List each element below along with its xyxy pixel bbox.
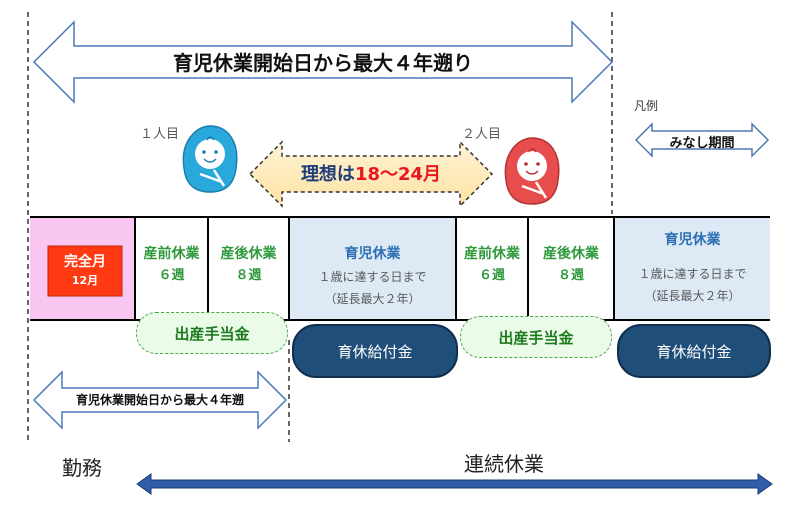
segment-postnatal-2-title: 産後休業 bbox=[543, 246, 599, 262]
segment-childcare-2-line1: １歳に達する日まで bbox=[638, 267, 747, 281]
segment-postnatal-1-title: 産後休業 bbox=[220, 246, 277, 262]
bottom-span-arrow bbox=[32, 370, 288, 430]
segment-childcare-2-title: 育児休業 bbox=[664, 232, 721, 248]
ideal-value: 18～24月 bbox=[354, 164, 442, 185]
full-month-box bbox=[47, 245, 123, 297]
segment-childcare-1-title: 育児休業 bbox=[344, 246, 401, 262]
segment-childcare-2: 育児休業 １歳に達する日まで （延長最大２年） bbox=[615, 218, 770, 318]
segment-postnatal-2-weeks: ８週 bbox=[557, 268, 584, 283]
segment-childcare-1-line2: （延長最大２年） bbox=[324, 292, 421, 306]
benefit-childcare-allowance-2: 育休給付金 bbox=[617, 324, 771, 378]
segment-prenatal-1-title: 産前休業 bbox=[143, 246, 200, 262]
segment-prenatal-2-title: 産前休業 bbox=[464, 246, 520, 262]
box-maternity-1 bbox=[134, 216, 290, 321]
ideal-arrow bbox=[248, 140, 494, 208]
continuous-leave-label: 連続休業 bbox=[464, 452, 544, 476]
segment-postnatal-1-weeks: ８週 bbox=[235, 268, 262, 283]
segment-childcare-1: 育児休業 １歳に達する日まで （延長最大２年） bbox=[289, 238, 456, 314]
child-label-2: ２人目 bbox=[462, 127, 502, 142]
segment-postnatal-2: 産後休業 ８週 bbox=[528, 240, 614, 290]
baby-icon-2 bbox=[504, 137, 560, 205]
full-month-title: 完全月 bbox=[64, 254, 106, 270]
ideal-label: 理想は18～24月 bbox=[282, 160, 460, 186]
segment-postnatal-1: 産後休業 ８週 bbox=[208, 240, 289, 290]
segment-prenatal-2: 産前休業 ６週 bbox=[456, 240, 528, 290]
child-label-1: １人目 bbox=[140, 127, 180, 142]
legend-arrow bbox=[634, 122, 770, 158]
legend-title: 凡例 bbox=[634, 99, 659, 113]
segment-prenatal-2-weeks: ６週 bbox=[478, 268, 505, 283]
benefit-birth-allowance-1: 出産手当金 bbox=[136, 312, 288, 354]
band-childcare-2 bbox=[615, 217, 770, 320]
segment-childcare-2-line2: （延長最大２年） bbox=[644, 289, 741, 303]
legend-item-label: みなし期間 bbox=[669, 136, 735, 151]
segment-prenatal-1: 産前休業 ６週 bbox=[135, 240, 208, 290]
baby-icon-1 bbox=[182, 125, 238, 193]
benefit-childcare-allowance-1: 育休給付金 bbox=[292, 324, 458, 378]
top-span-arrow bbox=[32, 20, 614, 104]
full-month-text: 完全月 12月 bbox=[48, 246, 122, 296]
segment-childcare-1-line1: １歳に達する日まで bbox=[318, 270, 427, 284]
band-childcare-1 bbox=[289, 217, 456, 320]
work-label: 勤務 bbox=[62, 456, 102, 480]
bottom-span-label: 育児休業開始日から最大４年遡 bbox=[75, 393, 244, 407]
benefit-birth-allowance-2: 出産手当金 bbox=[460, 316, 612, 358]
ideal-prefix: 理想は bbox=[300, 164, 355, 185]
top-span-label: 育児休業開始日から最大４年遡り bbox=[173, 51, 473, 75]
full-month-months: 12月 bbox=[71, 274, 99, 287]
leave-arrow bbox=[136, 473, 773, 495]
box-maternity-2 bbox=[455, 216, 615, 321]
segment-prenatal-1-weeks: ６週 bbox=[158, 268, 185, 283]
